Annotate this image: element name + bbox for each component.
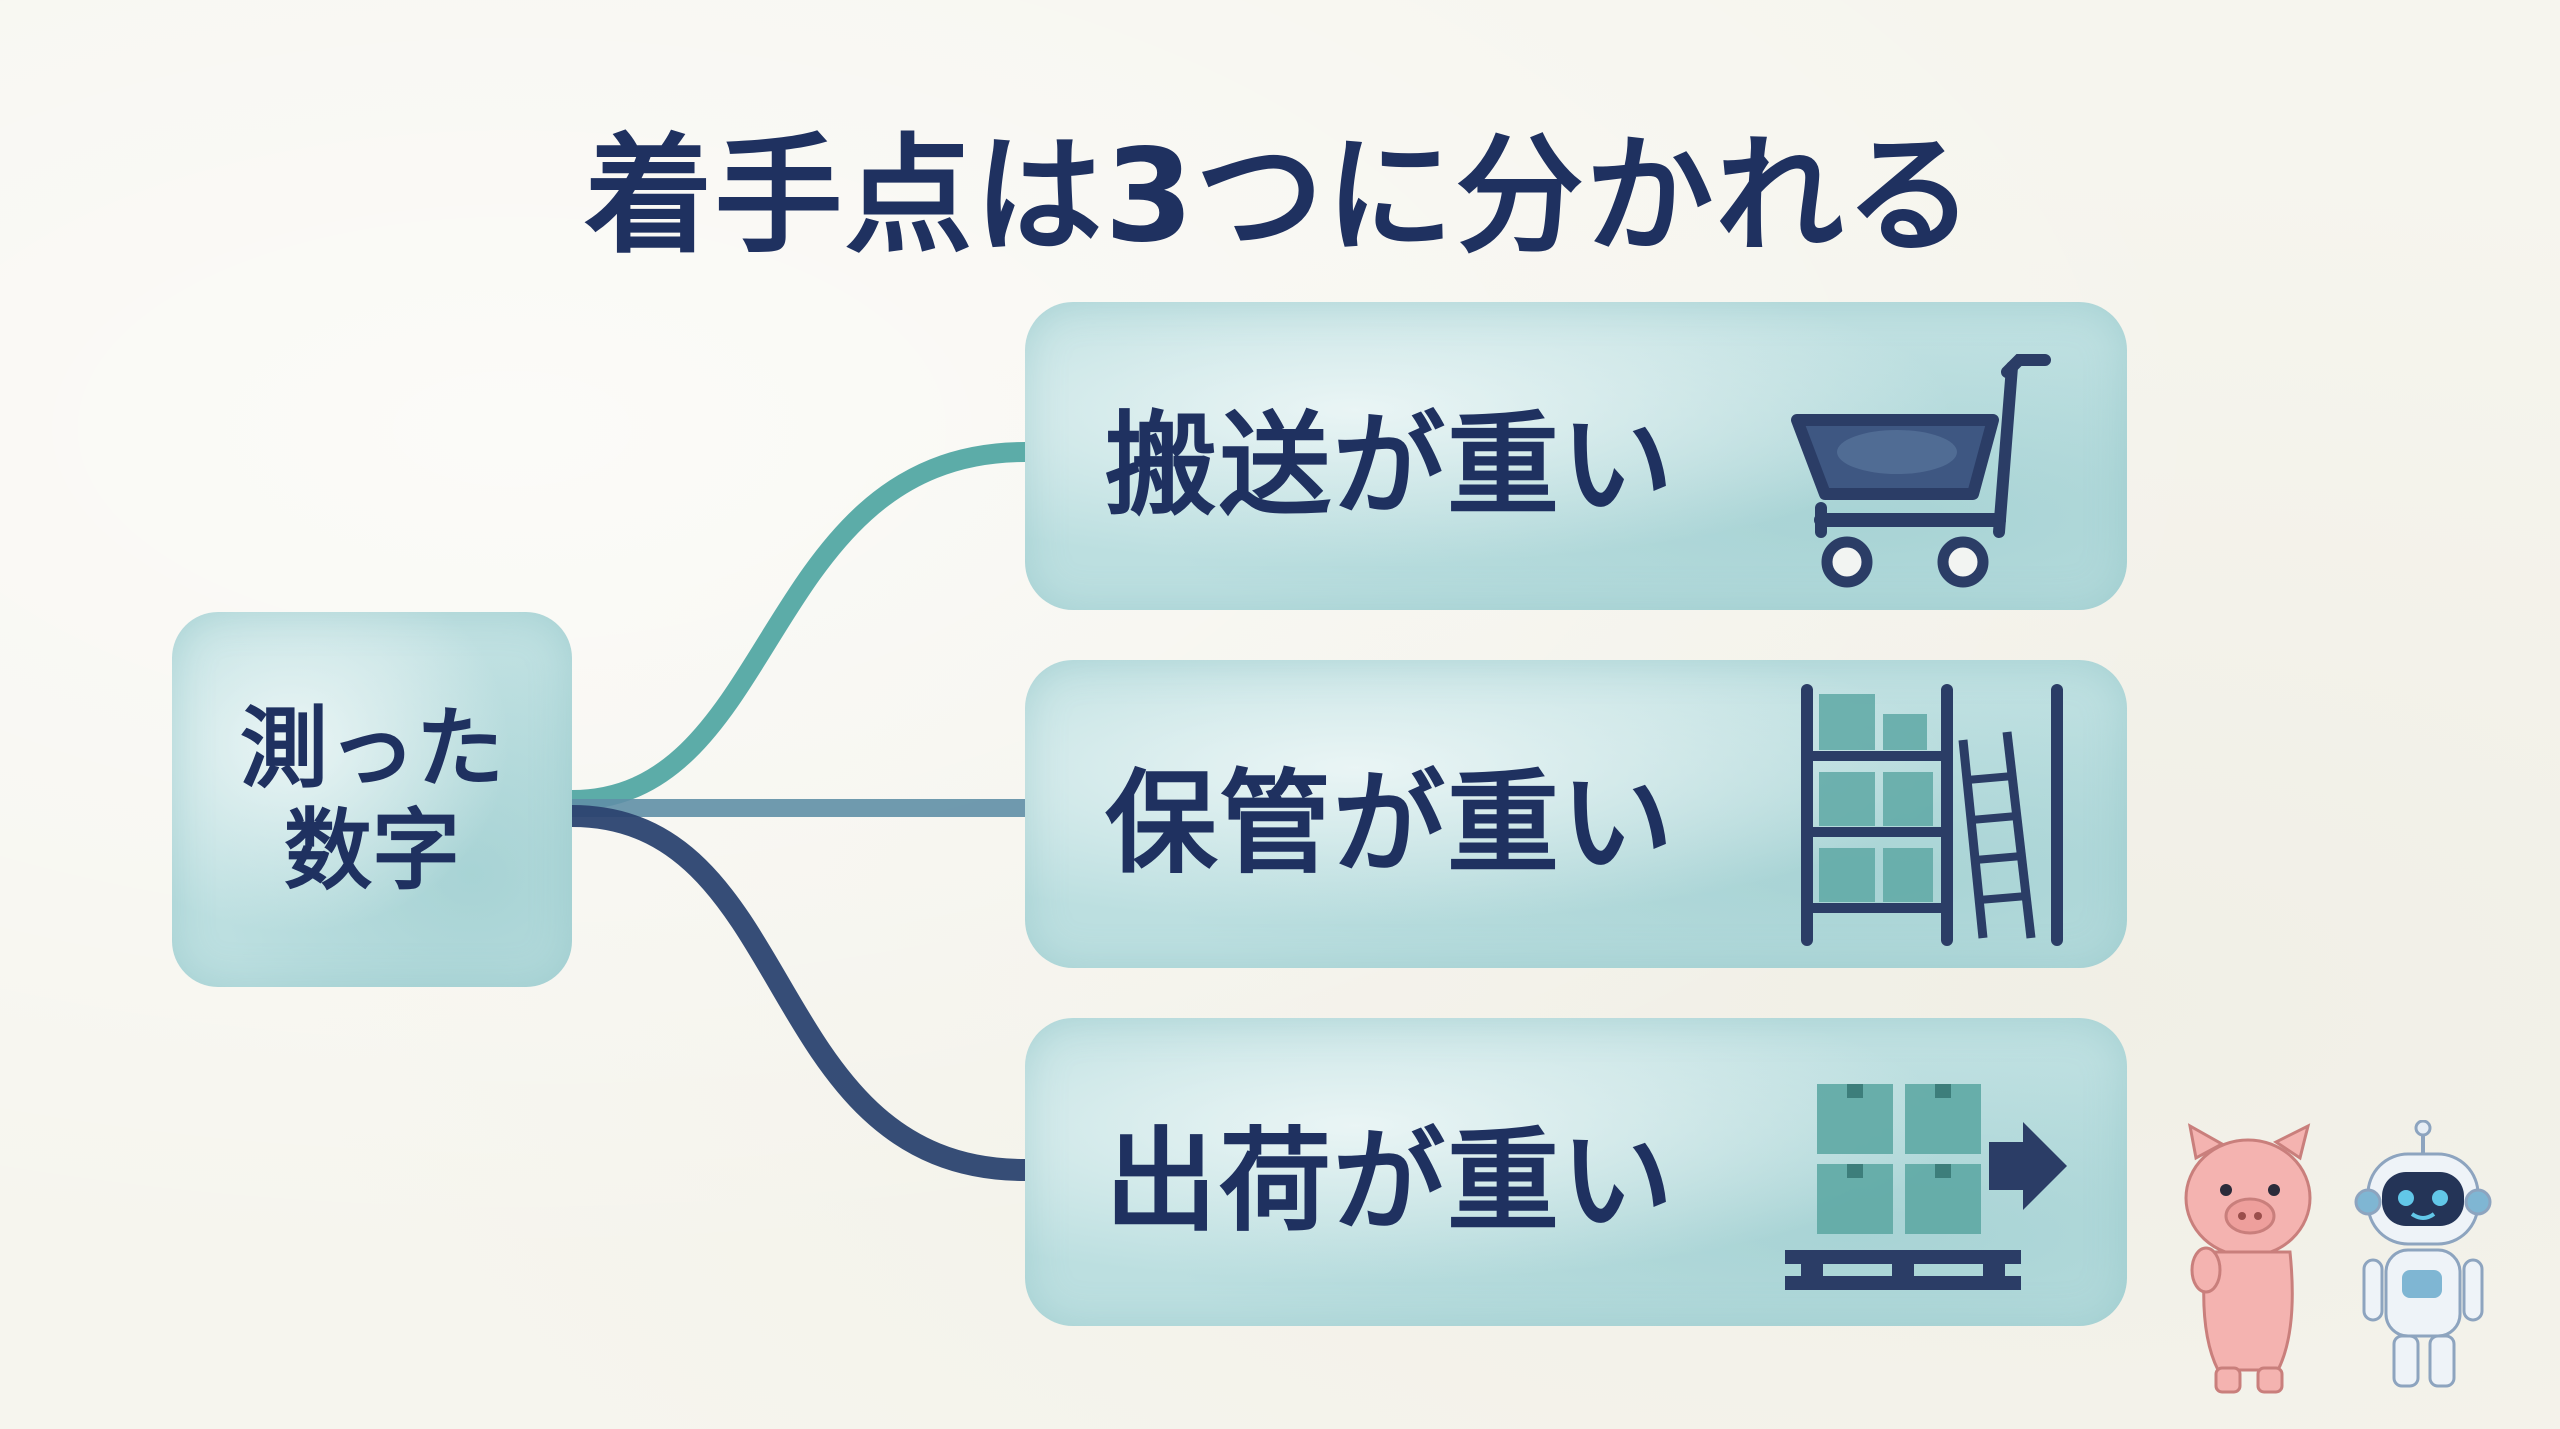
branch-box-transport: 搬送が重い — [1025, 302, 2127, 610]
pig-mascot-icon — [2184, 1123, 2312, 1394]
shipping-pallet-icon — [1785, 1084, 2067, 1290]
connector-branch-1 — [562, 442, 1035, 810]
storage-shelf-icon — [1801, 684, 2063, 946]
connector-branch-3 — [561, 805, 1036, 1181]
branch-box-storage: 保管が重い — [1025, 660, 2127, 968]
mascots — [2184, 1120, 2492, 1394]
branch-label-storage: 保管が重い — [1105, 759, 1675, 889]
robot-mascot-icon — [2354, 1120, 2492, 1388]
root-box: 測った 数字 — [172, 612, 572, 987]
page-title: 着手点は3つに分かれる — [584, 122, 1976, 271]
root-label: 測った 数字 — [172, 612, 572, 987]
branch-label-shipping: 出荷が重い — [1105, 1117, 1675, 1247]
branch-label-transport: 搬送が重い — [1105, 401, 1675, 531]
root-label-line2: 数字 — [283, 798, 460, 902]
branch-box-shipping: 出荷が重い — [1025, 1018, 2127, 1326]
root-label-line1: 測った — [239, 697, 504, 801]
shopping-cart-icon — [1791, 354, 2051, 588]
